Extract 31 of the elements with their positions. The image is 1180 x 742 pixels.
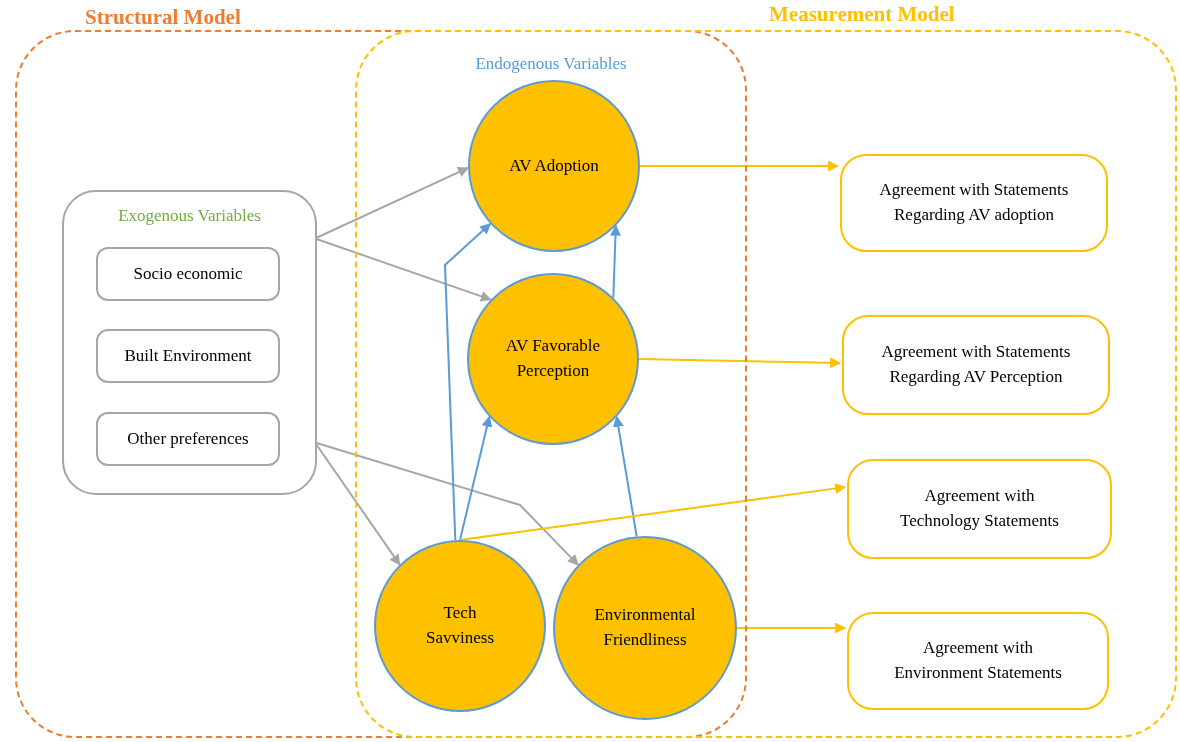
variable-box <box>96 412 280 466</box>
arrow <box>459 483 847 541</box>
group-title: Exogenous Variables <box>117 205 262 227</box>
variable-box <box>96 247 280 301</box>
node-label: Other preferences <box>127 427 249 450</box>
exogenous-group-box <box>62 190 317 495</box>
indicator-box <box>840 154 1108 252</box>
node-label: Agreement with Statements Regarding AV Perception <box>880 341 1072 388</box>
node-label: Agreement with Environment Statements <box>893 637 1063 684</box>
arrow <box>444 222 492 542</box>
indicator-box <box>847 459 1112 559</box>
indicator-box <box>842 315 1110 415</box>
indicator-box <box>847 612 1109 710</box>
arrow <box>736 622 847 634</box>
arrow <box>612 415 638 538</box>
group-title: Measurement Model <box>769 2 955 27</box>
node-label: Agreement with Statements Regarding AV adoption <box>878 179 1070 226</box>
group-title: Structural Model <box>85 5 241 30</box>
node-label: AV Adoption <box>509 154 599 177</box>
node-label: Agreement with Technology Statements <box>899 485 1060 532</box>
arrow <box>459 415 493 541</box>
node-label: Socio economic <box>133 262 243 285</box>
node-label: Tech Savviness <box>425 602 495 649</box>
node-label: Environmental Friendliness <box>593 604 697 651</box>
node-label: AV Favorable Perception <box>504 335 602 382</box>
region-label: Endogenous Variables <box>474 53 628 75</box>
variable-box <box>96 329 280 383</box>
arrow <box>610 224 621 299</box>
arrow <box>639 160 840 172</box>
node-label: Built Environment <box>124 344 252 367</box>
arrow <box>638 357 842 369</box>
